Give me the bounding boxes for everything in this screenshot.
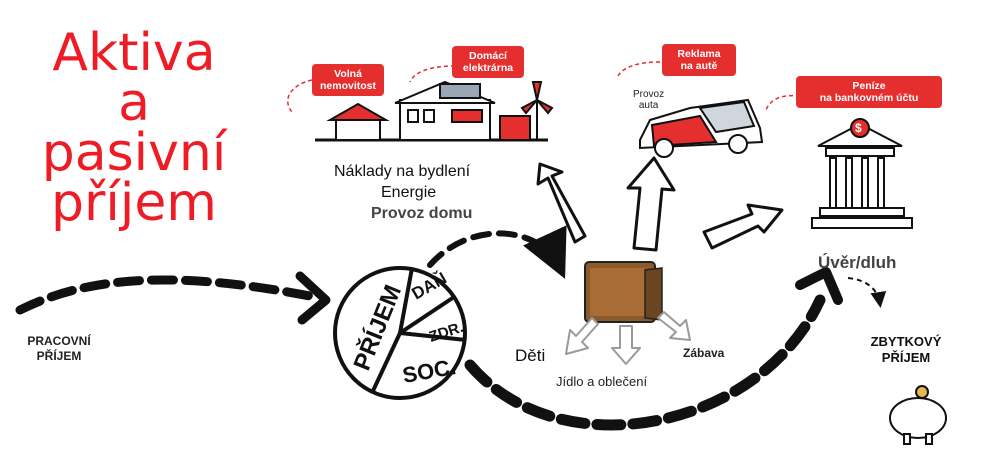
bank-icon [811, 118, 913, 229]
house-icon [315, 80, 548, 142]
arrow-to-housing [536, 162, 587, 244]
income-to-wallet-arrow [427, 225, 567, 279]
housing-costs-label: Náklady na bydlení [334, 163, 471, 180]
work-income-flow-arrow [15, 271, 331, 325]
arrow-to-food [611, 325, 641, 365]
children-label: Děti [515, 346, 546, 365]
title-line-2: a [118, 73, 150, 133]
title-line-1: Aktiva [52, 23, 216, 83]
wallet-icon [584, 261, 663, 323]
house-operation-label: Provoz domu [371, 205, 473, 222]
food-clothes-label: Jídlo a oblečení [556, 374, 648, 389]
piggy-bank-icon [889, 385, 947, 445]
income-pie-chart [333, 266, 467, 400]
arrow-to-bank [702, 203, 784, 250]
energy-label: Energie [381, 184, 437, 201]
title-line-4: příjem [51, 173, 217, 233]
loan-label: Úvěr/dluh [818, 253, 897, 272]
title-line-3: pasivní [41, 123, 227, 183]
arrow-to-fun [657, 311, 691, 341]
dollar-icon: $ [855, 121, 862, 135]
residual-flow-arrow [464, 294, 826, 431]
fun-label: Zábava [683, 346, 725, 360]
wind-turbine-icon [520, 81, 554, 140]
arrow-to-children [565, 317, 599, 355]
page-title: Aktiva a pasivní příjem [18, 23, 250, 233]
car-icon [639, 98, 764, 158]
arrow-to-car [626, 156, 676, 252]
loan-to-residual-arrow [847, 277, 887, 308]
